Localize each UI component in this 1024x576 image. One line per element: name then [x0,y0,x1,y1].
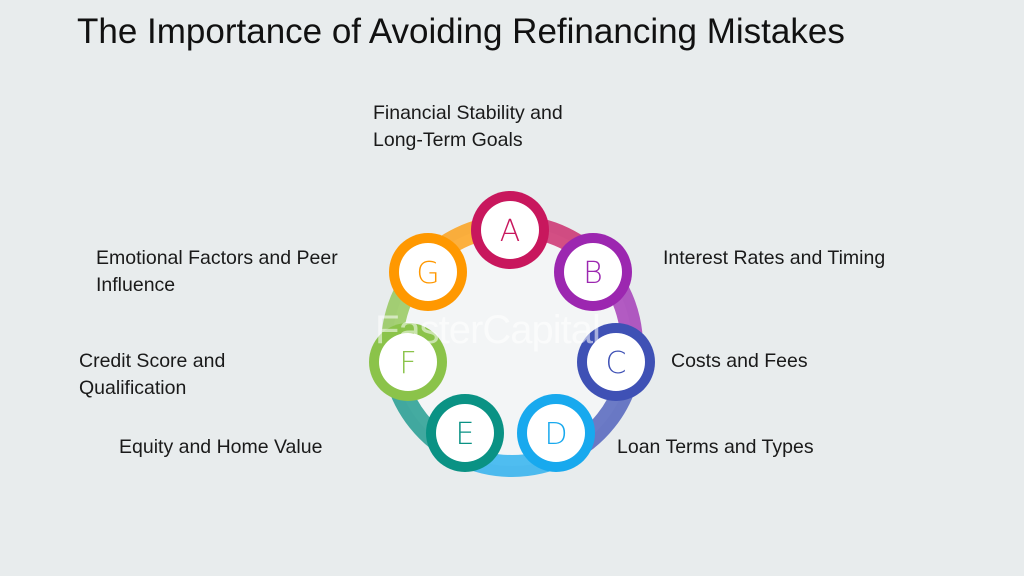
node-e: E [426,394,504,472]
node-f: F [369,323,447,401]
page-title: The Importance of Avoiding Refinancing M… [77,12,845,51]
node-d: D [517,394,595,472]
label-e: Equity and Home Value [119,436,323,458]
node-inner-circle [436,404,494,462]
node-letter: F [399,346,416,381]
node-letter: D [544,417,567,452]
node-letter: A [500,214,521,249]
label-f: Credit Score and Qualification [79,350,226,399]
node-letter: E [456,417,475,452]
label-a: Financial Stability and Long-Term Goals [373,102,563,151]
node-letter: C [606,346,627,381]
node-inner-circle [399,243,457,301]
node-inner-circle [587,333,645,391]
node-g: G [389,233,467,311]
node-inner-circle [481,201,539,259]
node-inner-circle [379,333,437,391]
node-letter: G [416,256,439,291]
node-letter: B [583,256,603,291]
label-b: Interest Rates and Timing [663,247,886,269]
label-d: Loan Terms and Types [617,436,814,458]
watermark: FasterCapital [375,308,601,352]
node-b: B [554,233,632,311]
node-inner-circle [564,243,622,301]
label-g: Emotional Factors and Peer Influence [96,247,338,296]
node-a: A [471,191,549,269]
node-inner-circle [527,404,585,462]
node-c: C [577,323,655,401]
label-c: Costs and Fees [671,350,808,372]
